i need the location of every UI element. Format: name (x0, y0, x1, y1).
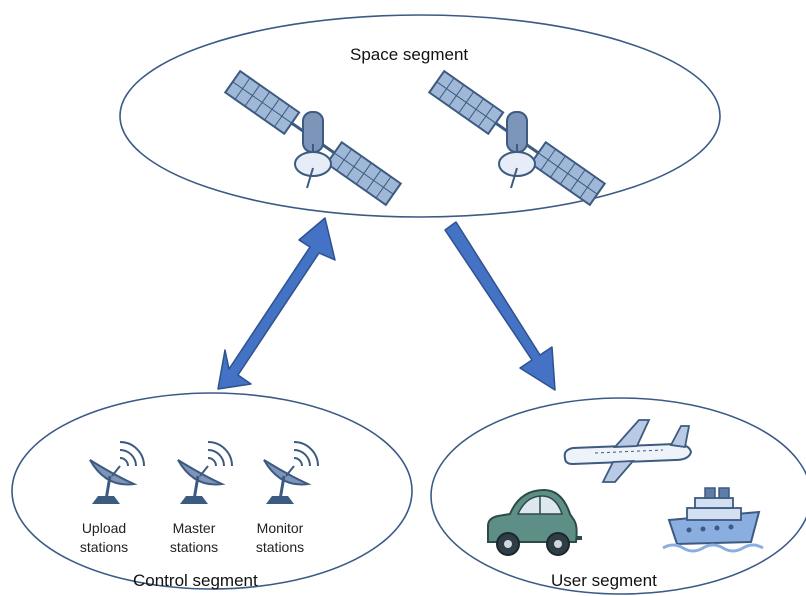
station-label-monitor: Monitor stations (238, 519, 322, 557)
double-arrow (217, 217, 336, 390)
station-label-line: Monitor (256, 520, 304, 536)
station-label-line: stations (79, 539, 129, 555)
control-segment-ellipse (11, 392, 413, 590)
user-segment-title: User segment (551, 571, 657, 590)
arrow-down (444, 221, 556, 391)
station-label-line: stations (169, 539, 219, 555)
station-label-master: Master stations (152, 519, 236, 557)
user-segment-ellipse (430, 397, 806, 595)
control-segment-title: Control segment (133, 571, 258, 590)
car-icon (487, 488, 582, 556)
space-segment-title: Space segment (350, 45, 469, 64)
station-label-line: Upload (81, 520, 127, 536)
station-label-line: stations (255, 539, 305, 555)
airplane-icon (563, 419, 693, 483)
ship-icon (662, 487, 764, 553)
station-label-upload: Upload stations (62, 519, 146, 557)
station-label-line: Master (172, 520, 216, 536)
